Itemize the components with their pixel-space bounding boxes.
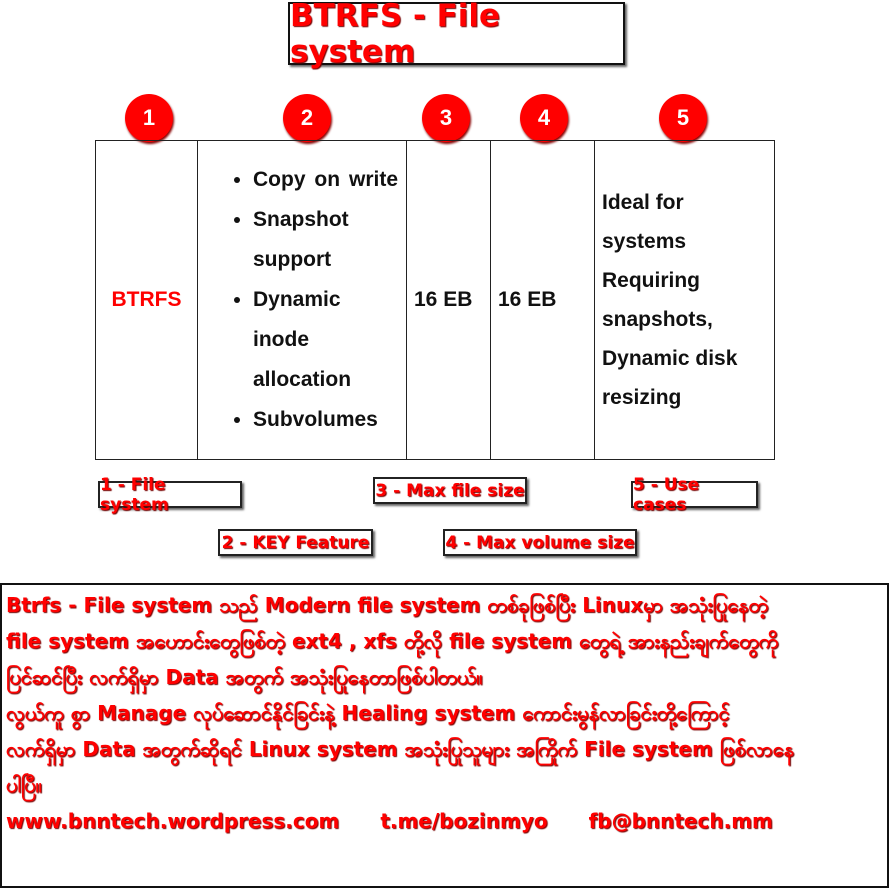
file-system-cell: BTRFS bbox=[95, 140, 198, 460]
legend-max-file-size: 3 - Max file size bbox=[373, 477, 527, 504]
legend-key-feature: 2 - KEY Feature bbox=[218, 529, 373, 556]
description-line: file system အဟောင်းတွေဖြစ်တဲ့ ext4 , xfs… bbox=[6, 629, 779, 653]
legend-max-volume-size: 4 - Max volume size bbox=[443, 529, 637, 556]
contact-links: www.bnntech.wordpress.com t.me/bozinmyo … bbox=[6, 803, 883, 839]
legend-use-cases: 5 - Use cases bbox=[631, 475, 758, 515]
key-features-list: Copy on write Snapshot support Dynamic i… bbox=[205, 160, 398, 440]
telegram-link[interactable]: t.me/bozinmyo bbox=[380, 809, 548, 833]
description-line: လက်ရှိမှာ Data အတွက်ဆိုရင် Linux system … bbox=[6, 737, 794, 761]
legend-file-system: 1 - File system bbox=[98, 475, 242, 515]
list-item: Subvolumes bbox=[253, 400, 398, 440]
description-line: Btrfs - File system သည် Modern file syst… bbox=[6, 593, 769, 617]
column-number-5: 5 bbox=[659, 94, 707, 142]
column-number-3: 3 bbox=[422, 94, 470, 142]
key-features-cell: Copy on write Snapshot support Dynamic i… bbox=[197, 140, 407, 460]
list-item: Copy on write bbox=[253, 160, 398, 200]
description-line: ပါပြီ။ bbox=[6, 773, 42, 797]
list-item: Dynamic inode allocation bbox=[253, 280, 398, 400]
comparison-table: BTRFS Copy on write Snapshot support Dyn… bbox=[95, 140, 775, 460]
list-item: Snapshot support bbox=[253, 200, 398, 280]
column-number-4: 4 bbox=[520, 94, 568, 142]
description-box: Btrfs - File system သည် Modern file syst… bbox=[0, 583, 889, 888]
facebook-link[interactable]: fb@bnntech.mm bbox=[588, 809, 773, 833]
max-volume-size-cell: 16 EB bbox=[490, 140, 595, 460]
column-number-2: 2 bbox=[283, 94, 331, 142]
max-file-size-cell: 16 EB bbox=[406, 140, 491, 460]
table-row: BTRFS Copy on write Snapshot support Dyn… bbox=[95, 140, 775, 460]
description-line: လွယ်ကူ စွာ Manage လုပ်ဆောင်နိုင်ခြင်းနဲ့… bbox=[6, 701, 730, 725]
description-line: ပြင်ဆင်ပြီး လက်ရှိမှာ Data အတွက် အသုံးပြ… bbox=[6, 665, 483, 689]
column-number-1: 1 bbox=[125, 94, 173, 142]
use-cases-cell: Ideal for systems Requiring snapshots, D… bbox=[594, 140, 775, 460]
website-link[interactable]: www.bnntech.wordpress.com bbox=[6, 809, 340, 833]
page-title: BTRFS - File system bbox=[288, 0, 625, 70]
